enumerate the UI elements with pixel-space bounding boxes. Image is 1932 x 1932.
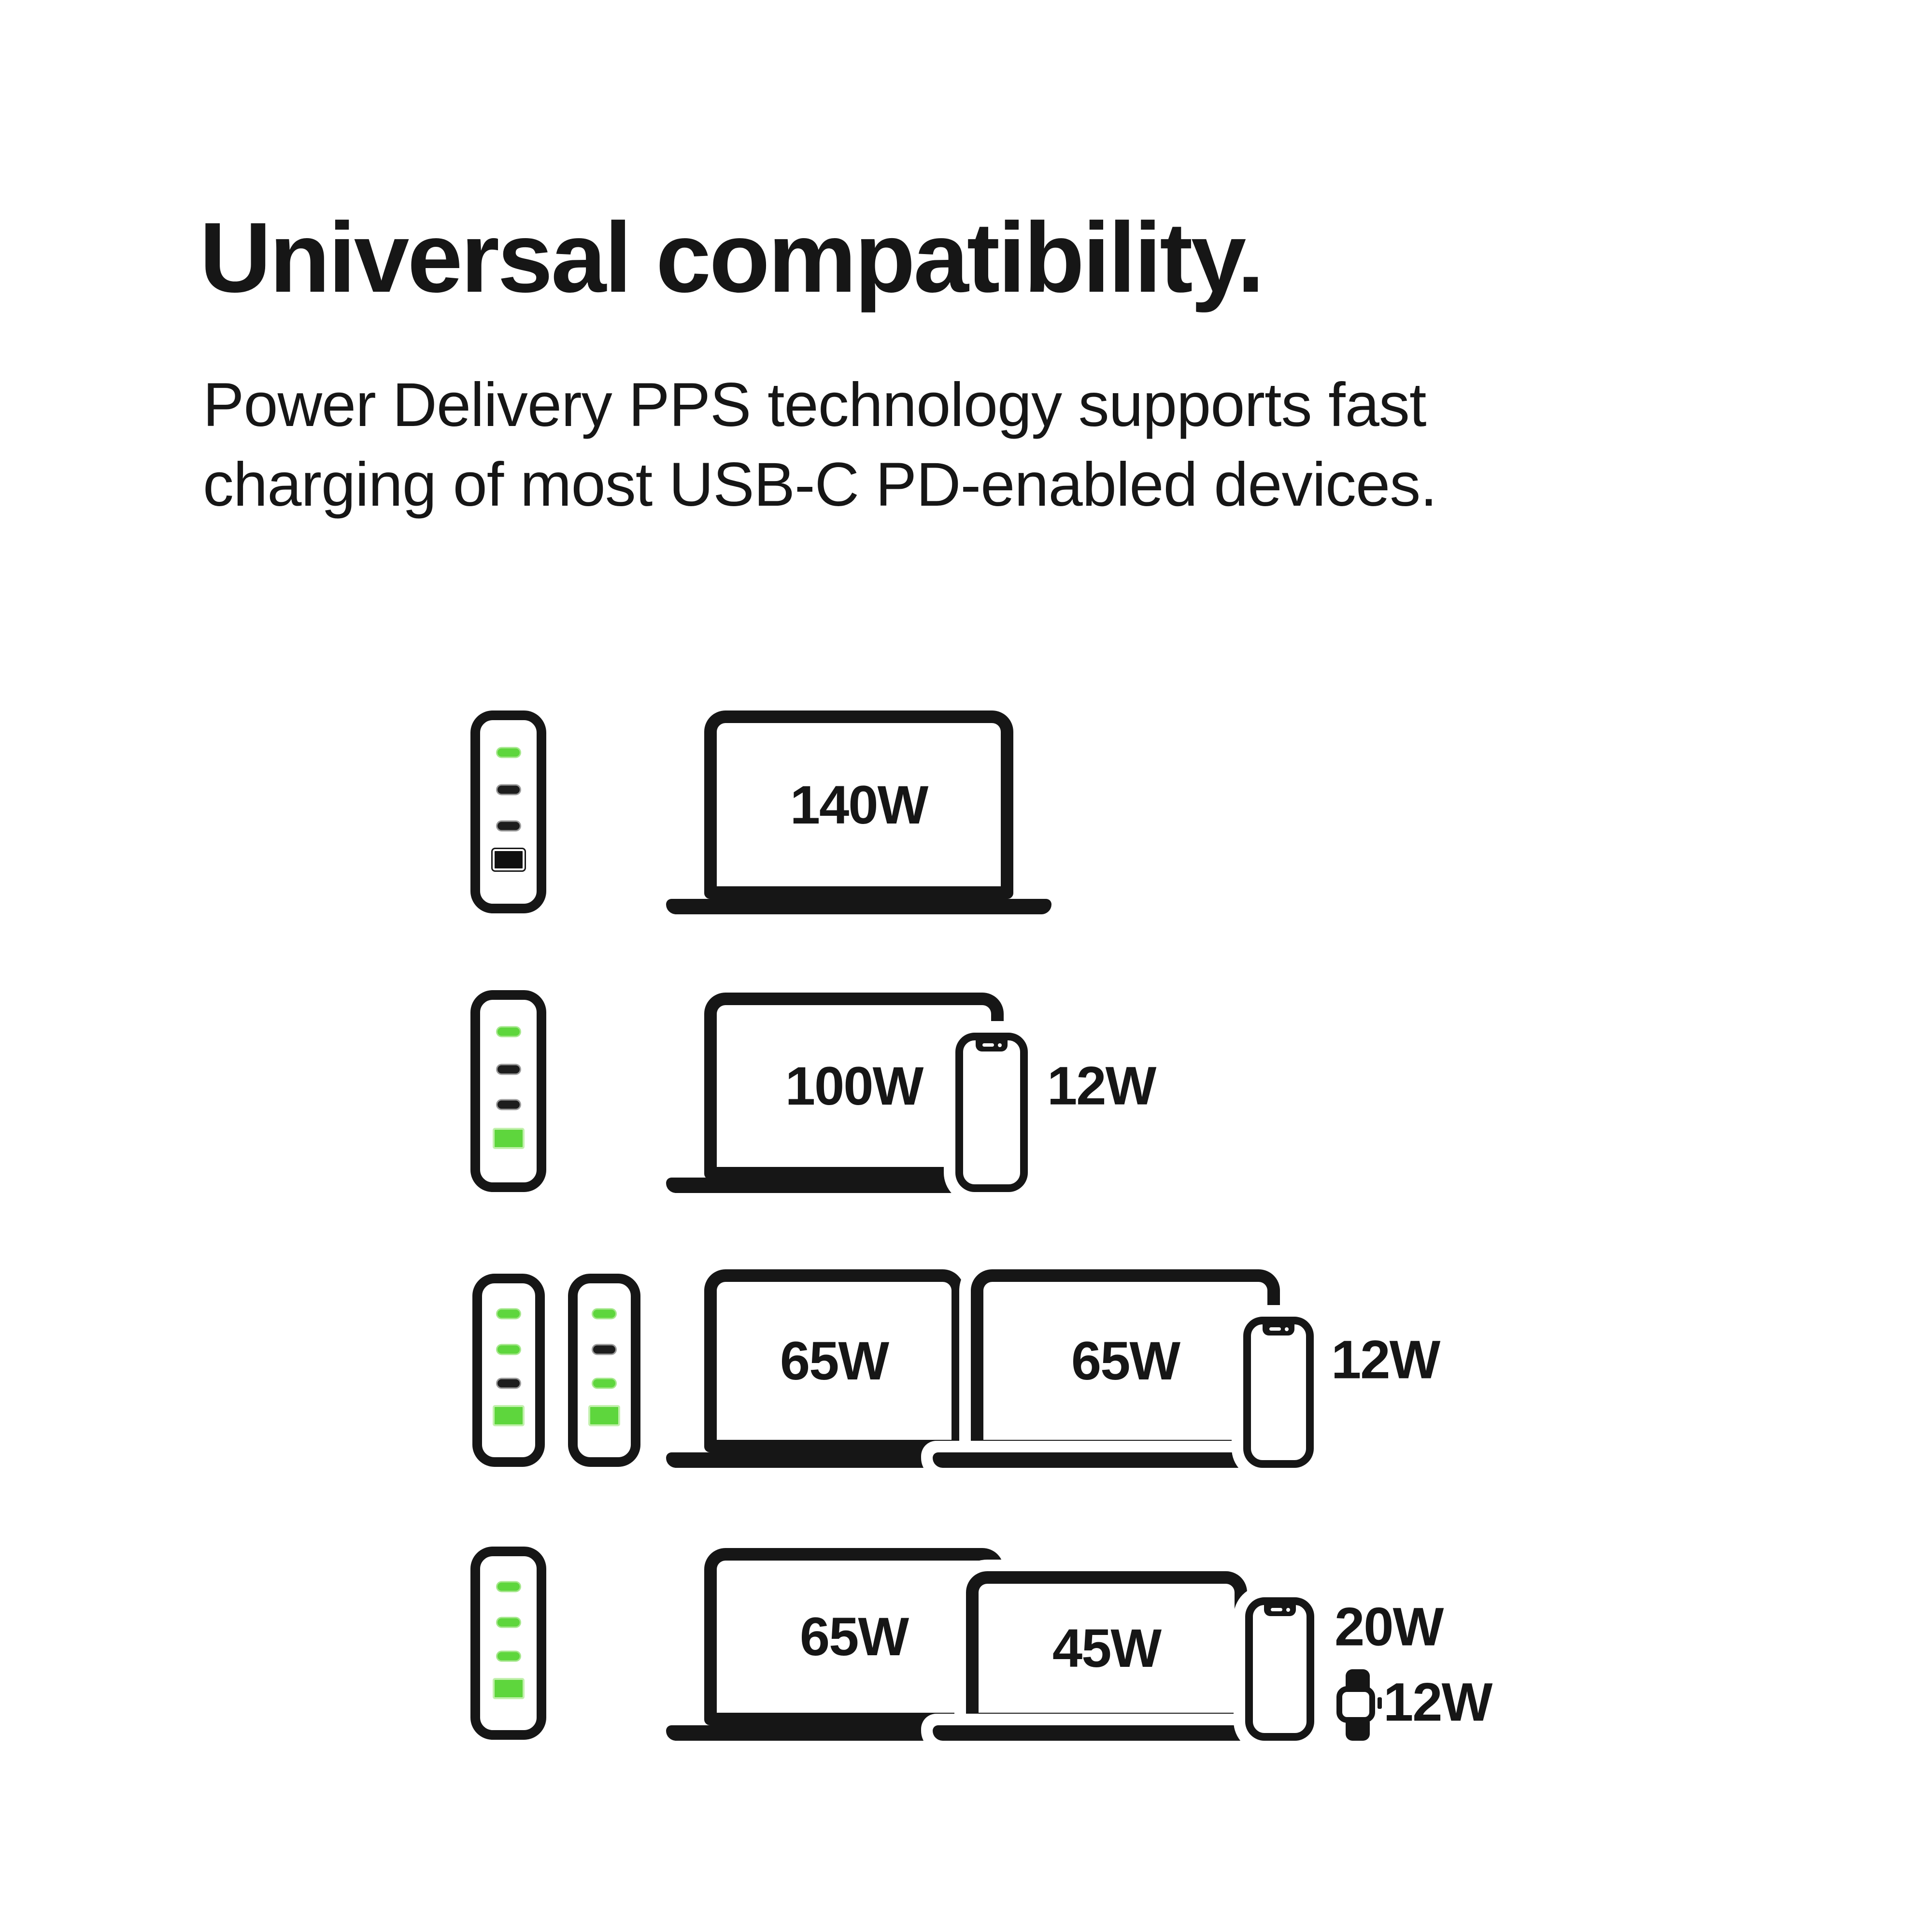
watt-label: 65W (799, 1606, 909, 1667)
camera-dot (998, 1043, 1002, 1047)
usb-c-port-active (496, 1344, 521, 1355)
laptop-icon: 65W (704, 1269, 964, 1452)
phone-icon (1243, 1317, 1314, 1468)
watt-label: 65W (1071, 1331, 1180, 1391)
laptop-icon: 45W (966, 1571, 1247, 1725)
subtitle-line-2: charging of most USB-C PD-enabled device… (203, 450, 1437, 519)
laptop-icon: 65W (704, 1548, 1004, 1725)
watch-case (1336, 1686, 1375, 1723)
laptop-icon: 140W (704, 710, 1013, 899)
phone-notch (1263, 1323, 1294, 1335)
usb-c-port-active (496, 1581, 521, 1592)
usb-a-port-active (588, 1405, 620, 1426)
usb-c-port-inactive (496, 1378, 521, 1389)
watt-label: 65W (780, 1331, 889, 1391)
laptop-base (933, 1725, 1261, 1741)
page-title: Universal compatibility. (199, 202, 1264, 313)
usb-c-port-inactive (496, 784, 521, 796)
usb-c-port-inactive (496, 820, 521, 831)
usb-c-port-inactive (496, 1064, 521, 1075)
usb-c-port-active (592, 1308, 617, 1320)
speaker-slot (1270, 1608, 1282, 1611)
watch-button (1378, 1697, 1382, 1709)
watch-band-bottom (1346, 1720, 1370, 1741)
camera-dot (1285, 1327, 1289, 1331)
watt-label: 45W (1052, 1618, 1162, 1678)
watt-label: 12W (1047, 1055, 1156, 1116)
charger-icon (568, 1274, 640, 1467)
laptop-base (666, 899, 1051, 914)
charger-icon (470, 990, 546, 1192)
phone-notch (976, 1039, 1008, 1051)
charger-icon (472, 1274, 545, 1467)
watt-label: 100W (785, 1056, 924, 1116)
usb-c-port-active (496, 1650, 521, 1662)
camera-dot (1286, 1608, 1290, 1612)
watch-icon (1336, 1669, 1382, 1741)
charger-icon (470, 710, 546, 913)
usb-a-port-active (492, 1128, 525, 1150)
usb-c-port-active (496, 1026, 521, 1037)
usb-c-port-active (496, 1308, 521, 1320)
usb-c-port-active (496, 1617, 521, 1628)
usb-c-port-inactive (592, 1344, 617, 1355)
watt-label: 12W (1383, 1672, 1492, 1733)
phone-notch (1264, 1604, 1296, 1616)
speaker-slot (982, 1043, 994, 1047)
usb-c-port-active (592, 1378, 617, 1389)
subtitle-line-1: Power Delivery PPS technology supports f… (203, 370, 1426, 440)
speaker-slot (1269, 1327, 1281, 1331)
phone-icon (1245, 1597, 1314, 1741)
phone-icon (955, 1033, 1028, 1192)
usb-a-port-active (493, 1405, 525, 1426)
laptop-base (933, 1452, 1271, 1468)
usb-a-port-inactive (492, 849, 525, 870)
page-subtitle: Power Delivery PPS technology supports f… (203, 365, 1437, 525)
usb-c-port-inactive (496, 1099, 521, 1110)
watt-label: 20W (1335, 1596, 1444, 1657)
laptop-icon: 65W (971, 1269, 1280, 1452)
charger-icon (470, 1547, 546, 1740)
usb-a-port-active (492, 1677, 525, 1699)
watt-label: 140W (790, 774, 929, 835)
watt-label: 12W (1331, 1329, 1440, 1390)
usb-c-port-active (496, 747, 521, 758)
